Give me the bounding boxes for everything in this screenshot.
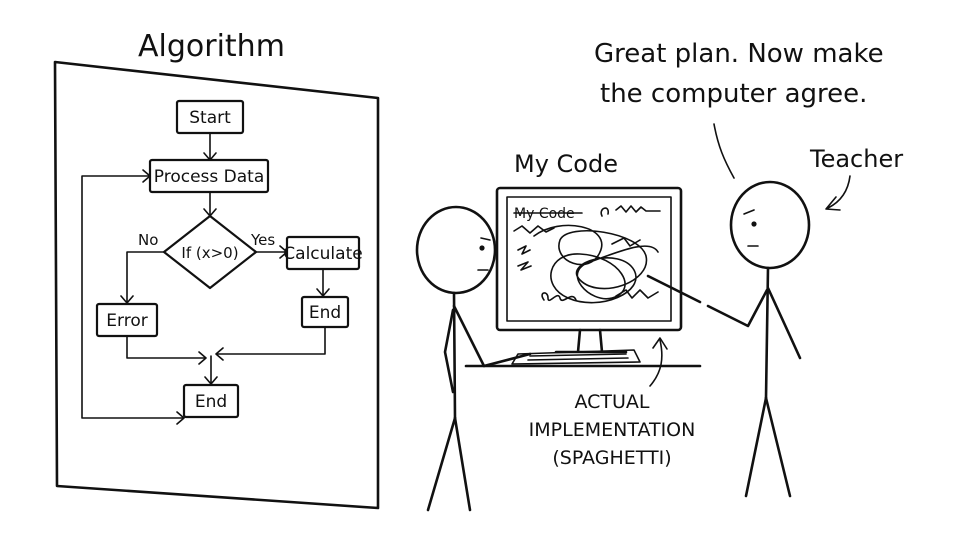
end-bottom-box (182, 383, 240, 419)
decision-diamond (162, 214, 258, 290)
screen-squiggle-4 (541, 292, 577, 302)
teacher-eyebrow (743, 209, 755, 215)
teacher-label: Teacher (809, 145, 903, 173)
loop-arrow-head (142, 169, 151, 183)
monitor-stand (554, 328, 628, 354)
board-frame (53, 60, 380, 510)
pointer-stick (646, 274, 702, 304)
arrow-process-decision (203, 191, 217, 217)
teacher-label-group: Teacher (809, 145, 903, 211)
student-body (452, 291, 457, 420)
screen-squiggle-6 (611, 237, 641, 247)
caption-line-2: IMPLEMENTATION (529, 419, 696, 441)
no-label: No (138, 231, 158, 249)
teacher-leg-right (764, 396, 792, 498)
speech-line-1: Great plan. Now make (594, 39, 884, 69)
error-label: Error (106, 311, 147, 331)
end-bottom-label: End (195, 392, 227, 412)
student-arm-back (443, 308, 455, 394)
calculate-label: Calculate (283, 244, 362, 264)
process-label: Process Data (154, 167, 264, 187)
algorithm-title: Algorithm (138, 29, 285, 64)
screen-squiggle-5 (615, 289, 659, 299)
student-eye (479, 245, 485, 251)
speech-tail (713, 123, 735, 179)
caption-line-3: (SPAGHETTI) (552, 447, 671, 469)
monitor-screen (506, 196, 672, 322)
teacher-head (729, 180, 811, 270)
monitor-bezel (495, 186, 683, 332)
caption-group: ACTUAL IMPLEMENTATION (SPAGHETTI) (529, 337, 696, 469)
loop-arrow-left (81, 175, 185, 425)
end-right-label: End (309, 303, 341, 323)
speech-line-2: the computer agree. (600, 79, 867, 109)
arrow-start-process (203, 132, 217, 161)
flowchart-board: Algorithm Start Process Data If (x>0) No… (53, 29, 380, 510)
caption-line-1: ACTUAL (574, 391, 649, 413)
teacher-arm-back (766, 286, 802, 360)
my-code-label: My Code (514, 150, 618, 178)
keyboard-keys (527, 353, 629, 361)
arrow-calculate-end (316, 268, 330, 297)
screen-heading: My Code (514, 206, 575, 222)
caption-arrow (649, 337, 668, 387)
monitor: My Code My Code (464, 150, 702, 368)
arrow-decision-error (120, 251, 165, 304)
teacher-eye (751, 221, 757, 227)
arrow-end-merge (215, 326, 326, 361)
student-head (415, 205, 497, 295)
student-leg-left (426, 416, 457, 512)
teacher-figure (646, 180, 811, 498)
screen-squiggle-2 (600, 205, 661, 217)
arrow-merge-end (204, 355, 218, 385)
student-eyebrow (480, 237, 491, 241)
teacher-label-arrow (825, 175, 851, 211)
start-label: Start (189, 108, 231, 128)
speech-bubble: Great plan. Now make the computer agree. (594, 39, 884, 179)
code-spaghetti (533, 224, 659, 304)
arrow-error-merge (126, 335, 207, 365)
yes-label: Yes (250, 231, 275, 249)
keyboard (511, 349, 641, 365)
decision-label: If (x>0) (181, 244, 238, 262)
student-arm-front (452, 304, 532, 368)
screen-squiggle-3 (517, 245, 532, 271)
teacher-leg-left (744, 396, 768, 498)
student-leg-right (453, 416, 472, 512)
teacher-arm-front (706, 288, 769, 328)
student-figure (415, 205, 532, 512)
screen-squiggle-1 (513, 225, 555, 234)
